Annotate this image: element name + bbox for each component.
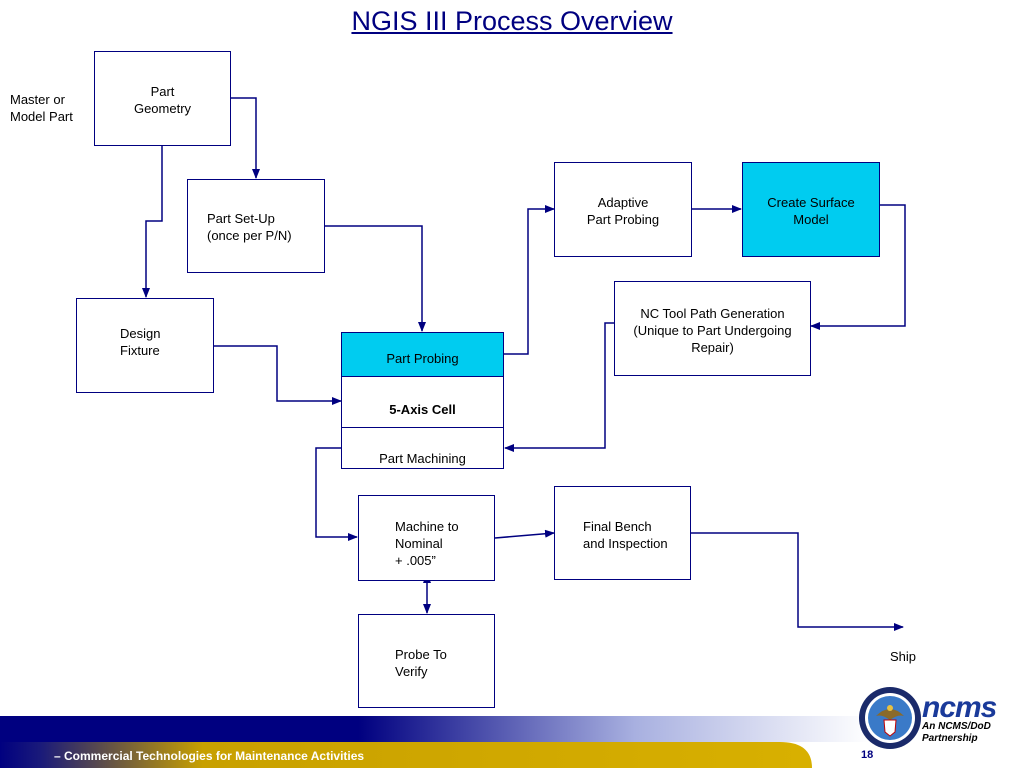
page-title: NGIS III Process Overview	[351, 6, 673, 36]
arrow-nominal-to-bench	[494, 529, 555, 539]
part-setup-label: Part Set-Up (once per P/N)	[207, 211, 292, 243]
five-axis-cell-label: 5-Axis Cell	[389, 402, 456, 417]
arrow-geometry-to-setup	[231, 97, 260, 179]
ncms-logo: ncms	[922, 691, 997, 724]
final-bench-label: Final Bench and Inspection	[583, 519, 668, 551]
arrow-machining-to-nominal	[315, 447, 358, 541]
probe-verify-label: Probe To Verify	[395, 647, 447, 679]
create-surface-box: Create Surface Model	[742, 162, 880, 257]
arrow-probing-to-adaptive	[504, 205, 555, 355]
create-surface-label: Create Surface Model	[767, 195, 855, 227]
probe-verify-box: Probe To Verify	[358, 614, 495, 708]
machine-nominal-label: Machine to Nominal + .005”	[395, 519, 459, 568]
nc-toolpath-box: NC Tool Path Generation (Unique to Part …	[614, 281, 811, 376]
adaptive-probing-label: Adaptive Part Probing	[586, 195, 660, 227]
nc-toolpath-label: NC Tool Path Generation (Unique to Part …	[633, 306, 792, 355]
part-probing-box: Part Probing	[341, 332, 504, 377]
final-bench-box: Final Bench and Inspection	[554, 486, 691, 580]
part-geometry-label: Part Geometry	[133, 84, 192, 116]
part-machining-label: Part Machining	[379, 451, 466, 466]
dod-seal-icon	[858, 686, 922, 750]
part-geometry-box: Part Geometry	[94, 51, 231, 146]
machine-nominal-box: Machine to Nominal + .005”	[358, 495, 495, 581]
arrow-fixture-to-cell	[214, 345, 342, 405]
footer-band	[0, 716, 1024, 768]
arrow-bench-to-ship	[691, 532, 904, 631]
five-axis-cell-box: 5-Axis Cell	[341, 376, 504, 428]
ncms-tagline: An NCMS/DoD Partnership	[922, 721, 991, 744]
part-setup-box: Part Set-Up (once per P/N)	[187, 179, 325, 273]
ship-label: Ship	[890, 649, 917, 664]
footer-text: – Commercial Technologies for Maintenanc…	[54, 749, 365, 763]
design-fixture-box: Design Fixture	[76, 298, 214, 393]
adaptive-probing-box: Adaptive Part Probing	[554, 162, 692, 257]
part-probing-label: Part Probing	[386, 351, 459, 366]
arrow-nc-to-machining	[504, 322, 614, 452]
arrow-geometry-to-fixture	[142, 146, 163, 298]
page-number: 18	[861, 749, 874, 761]
design-fixture-label: Design Fixture	[120, 326, 161, 358]
arrow-setup-to-probing	[325, 225, 426, 332]
arrow-surface-to-nc	[810, 204, 906, 330]
master-part-label: Master or Model Part	[10, 92, 73, 124]
part-machining-box: Part Machining	[341, 427, 504, 469]
